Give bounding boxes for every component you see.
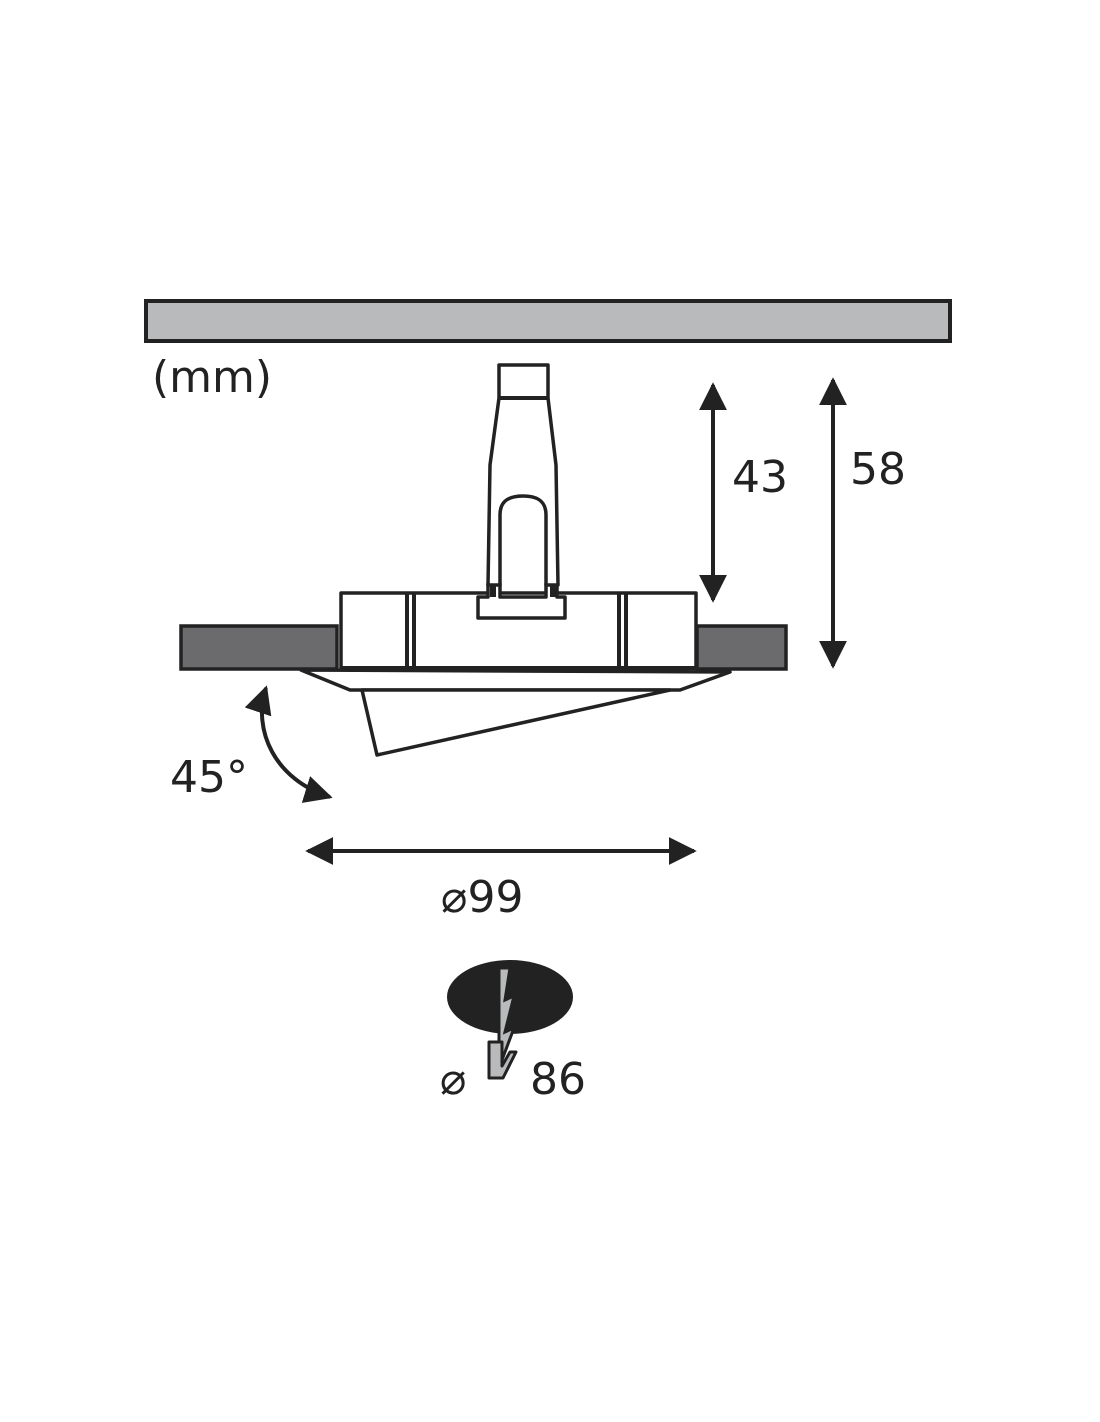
ceiling-section-left (179, 624, 339, 671)
cutout-diameter-symbol: ⌀ (440, 1054, 467, 1105)
tilt-angle-label: 45° (170, 752, 248, 803)
dimension-label-43: 43 (732, 452, 788, 503)
dimension-label-58: 58 (850, 444, 906, 495)
outer-diameter-label: ⌀99 (441, 872, 523, 923)
ceiling-plate (144, 299, 952, 343)
curved-double-arrow-icon (244, 685, 333, 803)
lamp-tilted-body (299, 668, 732, 757)
unit-label: (mm) (152, 352, 272, 403)
lamp-socket-connector (476, 363, 567, 620)
cutout-diameter-value: 86 (530, 1054, 586, 1105)
ceiling-section-right (695, 624, 788, 671)
ceiling-cutout-icon (447, 960, 573, 1080)
